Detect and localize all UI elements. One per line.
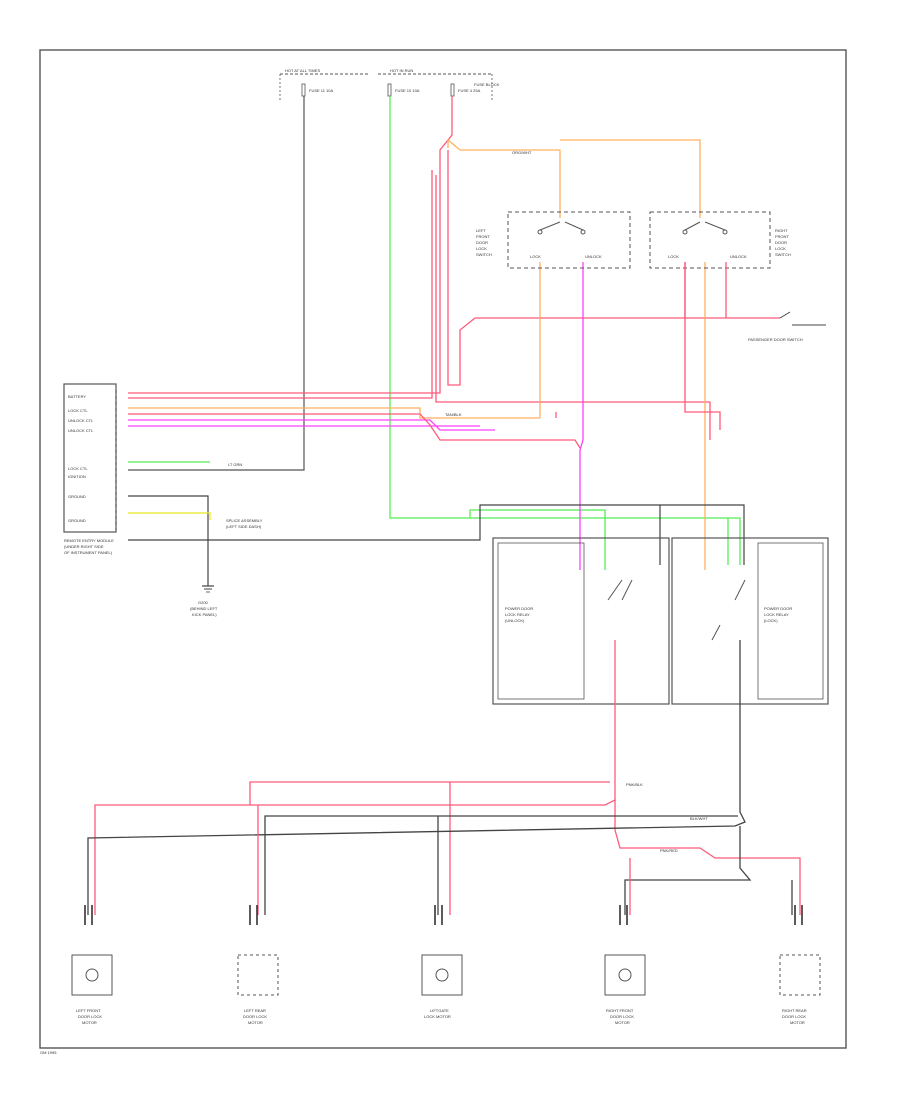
right-switch-label-line-1: FRONT <box>775 234 789 239</box>
module-pin-0: BATTERY <box>68 394 86 399</box>
actuator-liftgate <box>421 954 463 996</box>
left-switch-label-line-2: DOOR <box>476 240 488 245</box>
actuator-3-line-0: RIGHT FRONT <box>606 1008 634 1013</box>
splice-note-line-1: (LEFT SIDE DASH) <box>226 524 262 529</box>
module-pin-1: LOCK CTL <box>68 408 88 413</box>
actuator-4-line-0: RIGHT REAR <box>782 1008 807 1013</box>
module-label: REMOTE ENTRY MODULE (UNDER RIGHT SIDE OF… <box>64 538 114 555</box>
relay-right-line-2: (LOCK) <box>764 618 778 623</box>
actuator-4-line-2: MOTOR <box>790 1020 805 1025</box>
wire-tag-pnk-blk: PNK/BLK <box>626 782 643 787</box>
right-switch-label: RIGHT FRONT DOOR LOCK SWITCH LOCK UNLOCK <box>668 228 791 259</box>
actuator-3-line-1: DOOR LOCK <box>610 1014 634 1019</box>
passenger-door-switch <box>779 311 826 326</box>
hot-at-all-times-label: HOT AT ALL TIMES <box>285 68 320 73</box>
actuator-2-line-0: LIFTGATE <box>430 1008 449 1013</box>
module-pin-7: IGNITION <box>68 474 86 479</box>
module-label-line-2: OF INSTRUMENT PANEL) <box>64 550 113 555</box>
fuse-a-label: FUSE 11 10A <box>309 88 333 93</box>
wire-relay-outputs <box>87 640 801 915</box>
actuator-labels: LEFT FRONT DOOR LOCK MOTOR LEFT REAR DOO… <box>76 1008 807 1025</box>
actuator-right-rear <box>779 954 821 996</box>
ground-label-line-1: (BEHIND LEFT <box>190 606 218 611</box>
wire-orange <box>128 138 706 570</box>
wire-tag-pnk-red: PNK/RED <box>660 848 678 853</box>
fuse-box-label: FUSE BLOCK <box>474 82 500 87</box>
module-label-line-1: (UNDER RIGHT SIDE <box>64 544 104 549</box>
actuator-1-line-2: MOTOR <box>248 1020 263 1025</box>
module-pin-labels: BATTERY LOCK CTL UNLOCK CTL UNLOCK CTL L… <box>68 394 94 523</box>
wire-tag-tan-blk: TAN/BLK <box>445 412 462 417</box>
fuse-c-label: FUSE 4 25A <box>458 88 481 93</box>
connector-ticks <box>84 905 803 925</box>
hot-in-run-label: HOT IN RUN <box>390 68 413 73</box>
ground-label: G200 (BEHIND LEFT KICK PANEL) <box>190 600 218 617</box>
ground-g200 <box>202 570 214 593</box>
module-label-line-0: REMOTE ENTRY MODULE <box>64 538 114 543</box>
actuator-0-line-0: LEFT FRONT <box>76 1008 101 1013</box>
right-front-door-lock-switch <box>649 211 771 269</box>
left-switch-label-line-3: LOCK <box>476 246 487 251</box>
actuator-3-line-2: MOTOR <box>615 1020 630 1025</box>
relay-left-line-2: (UNLOCK) <box>505 618 525 623</box>
actuator-left-rear <box>237 954 279 996</box>
right-switch-label-line-3: LOCK <box>775 246 786 251</box>
passenger-door-switch-label: PASSENGER DOOR SWITCH <box>748 337 803 342</box>
wire-green <box>389 96 741 570</box>
page-footer: GM 1995 <box>40 1050 57 1055</box>
relay-left-label: POWER DOOR LOCK RELAY (UNLOCK) <box>505 606 533 623</box>
right-switch-pin-lock: LOCK <box>668 254 679 259</box>
wire-module-lower <box>128 461 745 570</box>
left-front-door-lock-switch <box>507 211 631 269</box>
relay-right-line-0: POWER DOOR <box>764 606 792 611</box>
relay-left-line-1: LOCK RELAY <box>505 612 530 617</box>
actuator-right-front <box>604 954 646 996</box>
wire-tag-labels: ORG/WHT TAN/BLK LT GRN PNK/BLK BLK/WHT P… <box>228 150 708 853</box>
module-pin-6: LOCK CTL <box>68 466 88 471</box>
actuator-0-line-2: MOTOR <box>82 1020 97 1025</box>
ground-label-line-0: G200 <box>198 600 209 605</box>
diagram-frame <box>39 49 847 1049</box>
relay-unlock <box>492 537 670 705</box>
splice-note: SPLICE ASSEMBLY (LEFT SIDE DASH) <box>226 518 263 529</box>
actuator-0-line-1: DOOR LOCK <box>78 1014 102 1019</box>
wire-tag-lt-grn: LT GRN <box>228 462 242 467</box>
relay-lock <box>671 537 829 705</box>
wire-tag-org: ORG/WHT <box>512 150 532 155</box>
right-switch-pin-unlock: UNLOCK <box>730 254 747 259</box>
remote-entry-module <box>63 383 117 533</box>
fuse-b-label: FUSE 10 10A <box>395 88 420 93</box>
actuator-2-line-1: LOCK MOTOR <box>424 1014 451 1019</box>
right-switch-label-line-2: DOOR <box>775 240 787 245</box>
actuator-1-line-0: LEFT REAR <box>244 1008 266 1013</box>
wire-pink-battery <box>128 96 780 440</box>
left-switch-pin-lock: LOCK <box>530 254 541 259</box>
left-switch-label-line-0: LEFT <box>476 228 486 233</box>
module-pin-8: GROUND <box>68 494 86 499</box>
wire-pink-lock <box>128 262 721 449</box>
left-switch-label-line-1: FRONT <box>476 234 490 239</box>
left-switch-label-line-4: SWITCH <box>476 252 492 257</box>
relay-right-line-1: LOCK RELAY <box>764 612 789 617</box>
fuse-block: HOT AT ALL TIMES HOT IN RUN FUSE 11 10A … <box>279 68 500 100</box>
actuator-4-line-1: DOOR LOCK <box>782 1014 806 1019</box>
module-pin-3: UNLOCK CTL <box>68 428 94 433</box>
wire-tag-blk-wht: BLK/WHT <box>690 816 708 821</box>
wire-magenta <box>128 262 584 570</box>
left-switch-label: LEFT FRONT DOOR LOCK SWITCH LOCK UNLOCK <box>476 228 602 259</box>
ground-label-line-2: KICK PANEL) <box>192 612 217 617</box>
relay-left-line-0: POWER DOOR <box>505 606 533 611</box>
actuator-left-front <box>71 954 113 996</box>
splice-note-line-0: SPLICE ASSEMBLY <box>226 518 263 523</box>
module-pin-2: UNLOCK CTL <box>68 418 94 423</box>
right-switch-label-line-0: RIGHT <box>775 228 788 233</box>
module-pin-9: GROUND <box>68 518 86 523</box>
relay-right-label: POWER DOOR LOCK RELAY (LOCK) <box>764 606 792 623</box>
actuator-1-line-1: DOOR LOCK <box>243 1014 267 1019</box>
left-switch-pin-unlock: UNLOCK <box>585 254 602 259</box>
wire-gray-hot <box>128 96 305 471</box>
right-switch-label-line-4: SWITCH <box>775 252 791 257</box>
